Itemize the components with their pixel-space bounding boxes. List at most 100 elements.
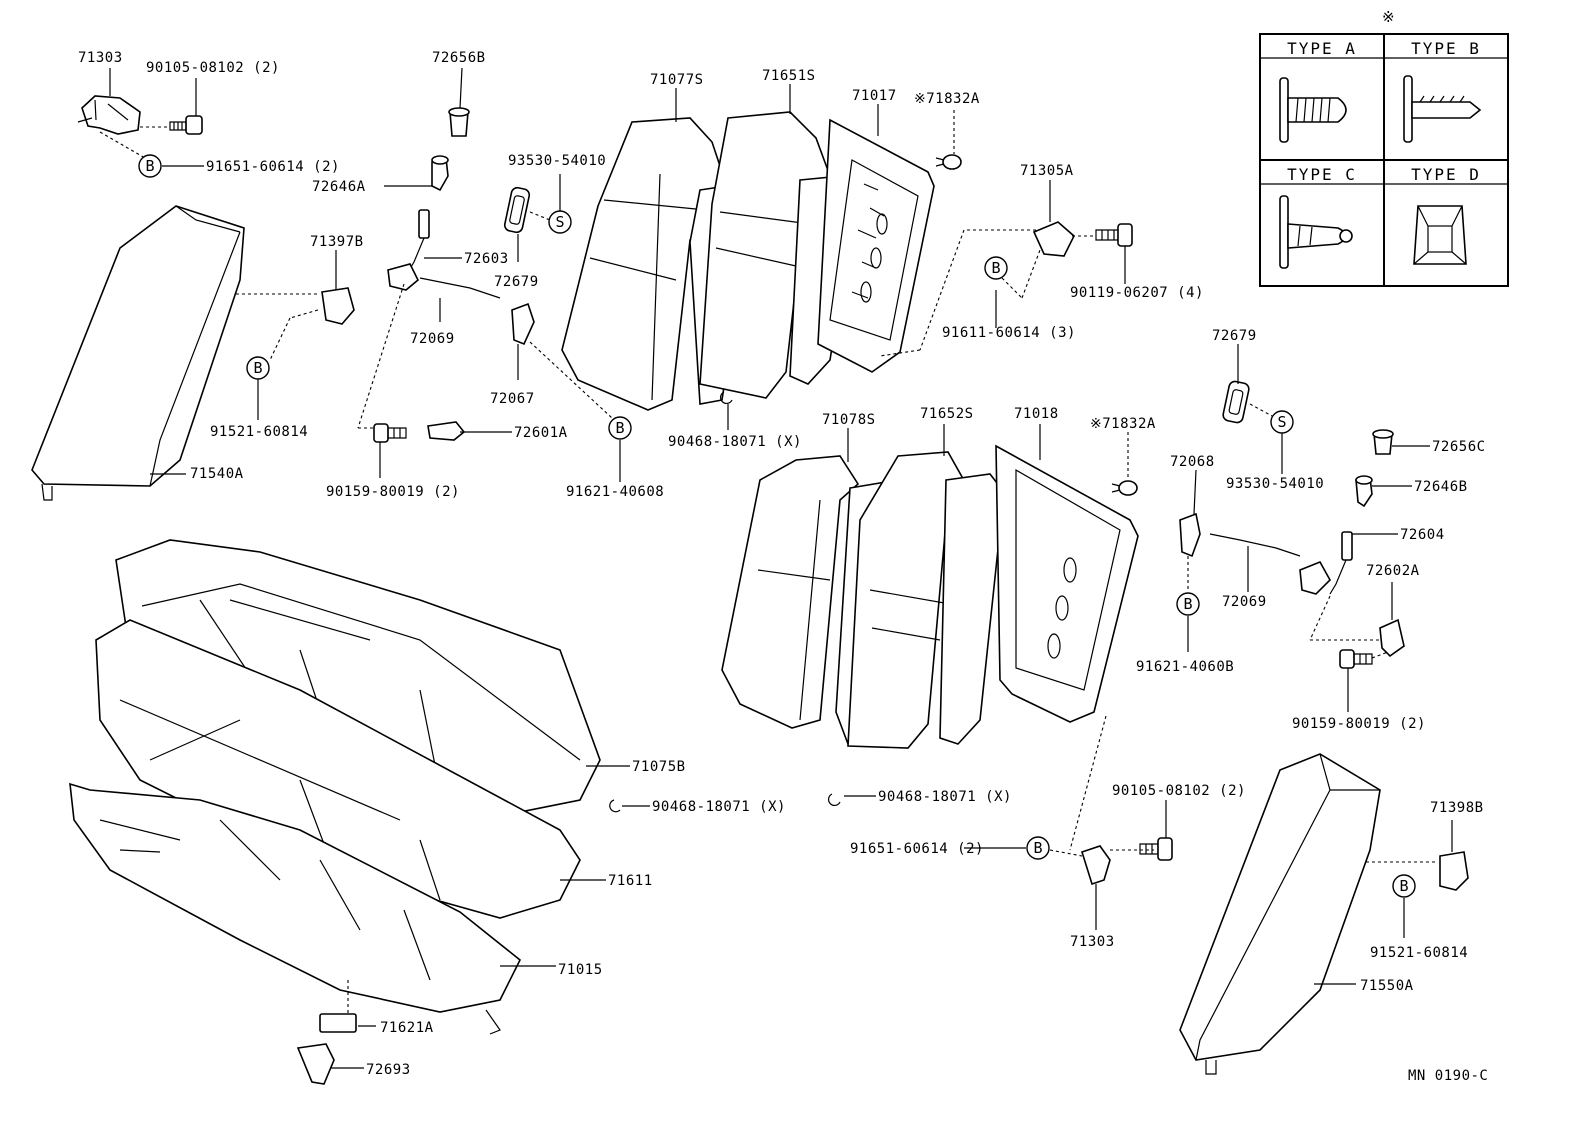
bracket-72067: [511, 302, 535, 346]
circle-marker: S: [548, 210, 572, 234]
seat-frame-71015: [69, 782, 522, 1035]
part-label: 90105-08102 (2): [146, 60, 280, 76]
part-label: 72069: [410, 331, 455, 347]
part-labels: 71303 90105-08102 (2) 91651-60614 (2) 72…: [78, 50, 1488, 1084]
part-label: 71305A: [1020, 163, 1074, 179]
part-label: 72601A: [514, 425, 568, 441]
part-label: 93530-54010: [1226, 476, 1324, 492]
part-label: 72646A: [312, 179, 366, 195]
part-label: 91611-60614 (3): [942, 325, 1076, 341]
seat-cushion-pad-71611: [95, 619, 581, 919]
lever-72604: [1299, 531, 1353, 595]
side-bolster-71550A: [1179, 753, 1381, 1075]
part-label: 71550A: [1360, 978, 1414, 994]
hog-ring-lower: [828, 793, 841, 806]
svg-text:B: B: [1183, 595, 1192, 613]
cap-72656B: [448, 107, 470, 137]
part-label: 72693: [366, 1062, 411, 1078]
part-label: 71015: [558, 962, 603, 978]
fastener-type-legend: ※ TYPE A TYPE B TYPE C TYPE D: [1259, 8, 1509, 287]
type-d-clip-icon: [1413, 205, 1467, 265]
part-label: ※71832A: [1090, 416, 1156, 432]
clip-71832A-top: [935, 154, 962, 170]
clip-71621A: [319, 1013, 357, 1033]
plate-72679-right: [1222, 380, 1250, 424]
legend-type-b: TYPE B: [1411, 39, 1481, 58]
plate-72679-left: [503, 186, 531, 234]
hog-ring-seat: [609, 799, 621, 813]
circle-marker: B: [608, 416, 632, 440]
part-label: 72679: [494, 274, 539, 290]
legend-type-a: TYPE A: [1287, 39, 1357, 58]
part-label: 71077S: [650, 72, 704, 88]
part-label: 71017: [852, 88, 897, 104]
part-label: 71075B: [632, 759, 686, 775]
part-label: 72604: [1400, 527, 1445, 543]
part-label: 91651-60614 (2): [850, 841, 984, 857]
svg-text:B: B: [1033, 839, 1042, 857]
legend-type-c: TYPE C: [1287, 165, 1357, 184]
circle-marker: S: [1270, 410, 1294, 434]
part-label: 90468-18071 (X): [668, 434, 802, 450]
circle-marker: B: [1026, 836, 1050, 860]
bolt-90105-bottom: [1139, 837, 1173, 861]
part-label: 91521-60814: [210, 424, 308, 440]
bracket-71303-bottom: [1081, 845, 1111, 886]
circle-marker: B: [246, 356, 270, 380]
part-label: 90159-80019 (2): [1292, 716, 1426, 732]
type-a-clip-icon: [1279, 77, 1347, 143]
svg-text:B: B: [1399, 877, 1408, 895]
type-b-clip-icon: [1403, 75, 1482, 143]
bolt-90159-right: [1339, 649, 1373, 669]
part-label: 90105-08102 (2): [1112, 783, 1246, 799]
part-label: 90159-80019 (2): [326, 484, 460, 500]
part-label: 72602A: [1366, 563, 1420, 579]
part-label: 71540A: [190, 466, 244, 482]
part-label: 72656B: [432, 50, 486, 66]
bracket-71303-top: [77, 95, 141, 135]
type-c-clip-icon: [1279, 195, 1353, 269]
seatback-pad-71652S: [847, 451, 1005, 749]
part-label: 71621A: [380, 1020, 434, 1036]
cap-72656C: [1372, 429, 1394, 455]
rod-72069-left: [419, 277, 501, 299]
svg-text:S: S: [555, 213, 564, 231]
part-label: ※71832A: [914, 91, 980, 107]
seatback-frame-71018: [995, 444, 1139, 723]
rod-72069-right: [1209, 533, 1301, 557]
part-label: 90468-18071 (X): [878, 789, 1012, 805]
svg-text:B: B: [145, 157, 154, 175]
part-label: 72068: [1170, 454, 1215, 470]
circle-marker: B: [138, 154, 162, 178]
part-label: 72069: [1222, 594, 1267, 610]
part-label: 71018: [1014, 406, 1059, 422]
part-label: 71303: [1070, 934, 1115, 950]
diagram-code: MN 0190-C: [1408, 1068, 1488, 1084]
part-label: 90468-18071 (X): [652, 799, 786, 815]
part-label: 71078S: [822, 412, 876, 428]
clip-71832A-right: [1111, 480, 1138, 496]
part-label: 71651S: [762, 68, 816, 84]
bolt-90159-left: [373, 423, 407, 443]
part-label: 72646B: [1414, 479, 1468, 495]
legend-symbol: ※: [1382, 8, 1395, 26]
part-label: 72603: [464, 251, 509, 267]
svg-text:B: B: [615, 419, 624, 437]
seatback-frame-71017: [817, 118, 935, 373]
bracket-72068: [1179, 512, 1201, 558]
part-label: 91621-4060B: [1136, 659, 1234, 675]
svg-text:B: B: [253, 359, 262, 377]
part-label: 90119-06207 (4): [1070, 285, 1204, 301]
clip-72601A: [427, 421, 466, 441]
part-label: 93530-54010: [508, 153, 606, 169]
svg-text:S: S: [1277, 413, 1286, 431]
part-label: 91651-60614 (2): [206, 159, 340, 175]
lever-72603: [387, 209, 430, 291]
bracket-72693: [296, 1043, 335, 1085]
circle-marker: B: [1176, 592, 1200, 616]
part-label: 72656C: [1432, 439, 1486, 455]
side-bolster-71540A: [31, 205, 245, 501]
bracket-71305A: [1032, 221, 1075, 257]
part-label: 71652S: [920, 406, 974, 422]
